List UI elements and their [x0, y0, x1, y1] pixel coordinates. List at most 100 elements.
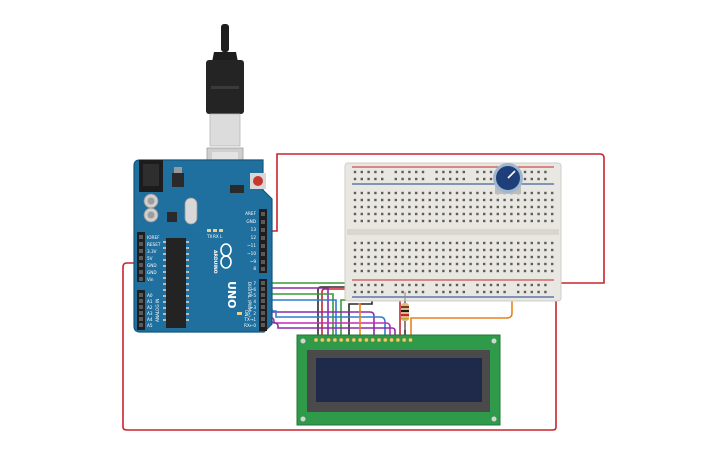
lcd-pin[interactable] — [383, 337, 388, 343]
analog-header[interactable] — [137, 290, 145, 330]
capacitor-1-top — [147, 197, 155, 205]
breadboard-hole — [537, 290, 540, 294]
breadboard-hole — [374, 170, 377, 174]
bottom-pin-labels: 7 ~6 ~5 4 ~3 2 TX→1 RX←0 — [243, 281, 256, 328]
atmega-chip-pins — [163, 241, 189, 321]
breadboard-hole — [462, 219, 465, 223]
led-l — [219, 229, 223, 232]
reset-button[interactable] — [253, 176, 263, 186]
breadboard-hole — [401, 170, 404, 174]
breadboard-hole — [401, 283, 404, 287]
breadboard-hole — [442, 212, 445, 216]
breadboard-hole — [367, 269, 370, 273]
wire-gnd-loop — [122, 262, 557, 431]
breadboard-hole — [530, 262, 533, 266]
breadboard-hole — [401, 262, 404, 266]
breadboard-hole — [360, 219, 363, 223]
breadboard-hole — [421, 269, 425, 273]
lcd-pin[interactable] — [364, 337, 369, 343]
pin-label-a3: A3 — [147, 311, 153, 316]
breadboard-hole — [415, 191, 418, 195]
breadboard-hole — [496, 262, 499, 266]
breadboard-hole — [503, 219, 506, 223]
breadboard-hole — [408, 170, 411, 174]
breadboard-hole — [483, 191, 486, 195]
capacitor-2-top — [147, 211, 155, 219]
breadboard-hole — [489, 212, 493, 216]
breadboard-hole — [428, 212, 431, 216]
lcd-pin[interactable] — [395, 337, 401, 343]
breadboard-hole — [421, 170, 425, 174]
lcd-pin[interactable] — [408, 337, 413, 343]
lcd-pin[interactable] — [326, 337, 331, 343]
breadboard-hole — [353, 255, 357, 259]
lcd-pin[interactable] — [376, 337, 382, 343]
breadboard-hole — [394, 205, 397, 209]
breadboard-hole — [483, 241, 486, 245]
breadboard-hole — [523, 283, 527, 287]
breadboard-hole — [462, 177, 465, 181]
pot-indicator — [507, 170, 516, 179]
breadboard-hole — [496, 255, 499, 259]
breadboard-hole — [517, 212, 520, 216]
breadboard-hole — [489, 262, 493, 266]
breadboard-hole — [544, 248, 547, 252]
breadboard-hole — [544, 241, 547, 245]
breadboard-hole — [367, 248, 370, 252]
lcd-pin-header[interactable] — [313, 337, 413, 343]
breadboard-hole — [455, 191, 459, 195]
breadboard-hole — [428, 219, 431, 223]
breadboard-hole — [517, 255, 520, 259]
breadboard-hole — [387, 191, 391, 195]
breadboard-hole — [503, 290, 506, 294]
breadboard-hole — [421, 290, 425, 294]
breadboard-hole — [503, 262, 506, 266]
breadboard-hole — [455, 198, 459, 202]
lcd-pin[interactable] — [351, 337, 357, 343]
breadboard-hole — [476, 290, 479, 294]
lcd-pin[interactable] — [370, 337, 375, 343]
breadboard-hole — [408, 283, 411, 287]
breadboard-hole — [415, 269, 418, 273]
breadboard-hole — [428, 269, 431, 273]
breadboard-hole — [496, 283, 499, 287]
lcd-pin[interactable] — [357, 337, 363, 343]
pin-label-gnd-1: GND — [147, 263, 157, 268]
breadboard-hole — [483, 248, 486, 252]
pin-label-rx: RX←0 — [244, 323, 256, 328]
breadboard-hole — [455, 255, 459, 259]
breadboard-hole — [523, 290, 527, 294]
breadboard-hole — [510, 262, 513, 266]
potentiometer[interactable] — [493, 163, 523, 194]
lcd-pin[interactable] — [320, 337, 325, 343]
breadboard-hole — [530, 205, 533, 209]
breadboard-hole — [489, 219, 493, 223]
breadboard-hole — [483, 205, 486, 209]
breadboard-hole — [483, 255, 486, 259]
breadboard-hole — [381, 269, 384, 273]
breadboard-hole — [360, 262, 363, 266]
breadboard-hole — [462, 255, 465, 259]
breadboard-hole — [394, 248, 397, 252]
breadboard-hole — [367, 205, 370, 209]
lcd-pin[interactable] — [389, 337, 394, 343]
breadboard-hole — [435, 170, 438, 174]
lcd-pin[interactable] — [338, 337, 344, 343]
lcd-pin[interactable] — [401, 337, 407, 343]
breadboard-hole — [517, 198, 520, 202]
digital-header-top[interactable] — [259, 209, 267, 273]
breadboard-hole — [551, 212, 554, 216]
pin-label-vin: Vin — [147, 277, 154, 282]
pin-label-6: ~6 — [250, 287, 257, 292]
lcd-mount-tr — [491, 338, 497, 344]
breadboard-hole — [544, 262, 547, 266]
lcd-pin[interactable] — [313, 337, 319, 343]
breadboard-hole — [449, 269, 452, 273]
breadboard-hole — [449, 290, 452, 294]
lcd-pin[interactable] — [345, 337, 350, 343]
breadboard-hole — [449, 191, 452, 195]
lcd-pin[interactable] — [332, 337, 338, 343]
breadboard-hole — [367, 198, 370, 202]
breadboard-hole — [435, 290, 438, 294]
breadboard-hole — [503, 198, 506, 202]
